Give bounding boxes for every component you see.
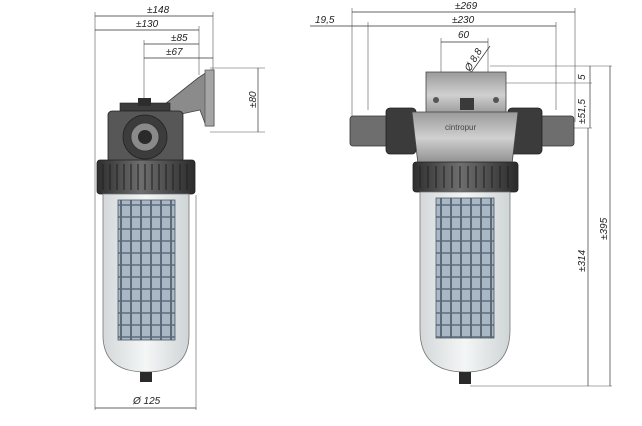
- front-ring-nut-grip: [419, 166, 509, 188]
- dim-130: ±130: [136, 19, 159, 30]
- front-filter-cartridge: [435, 197, 495, 339]
- mounting-bracket: [425, 71, 507, 119]
- dim-67: ±67: [166, 47, 183, 58]
- dim-60: 60: [458, 30, 470, 41]
- dim-269: ±269: [455, 1, 478, 12]
- side-view: ±148 ±130 ±85 ±67 ±80 Ø 125: [94, 5, 265, 410]
- dim-85: ±85: [171, 33, 188, 44]
- dim-5: 5: [577, 74, 588, 80]
- outlet-connector: [539, 115, 575, 147]
- dim-125: Ø 125: [132, 396, 161, 407]
- dim-80: ±80: [248, 91, 259, 108]
- dim-148: ±148: [147, 5, 170, 16]
- dim-230: ±230: [452, 15, 475, 26]
- dim-395: ±395: [599, 217, 610, 240]
- dim-8-8: Ø 8,8: [463, 46, 485, 74]
- front-drain-valve: [459, 372, 471, 384]
- bracket-screw-right: [493, 97, 499, 103]
- air-vent: [138, 98, 151, 106]
- front-ring-nut: [412, 161, 519, 193]
- filter-cartridge: [117, 199, 176, 341]
- vent-screw: [460, 98, 474, 110]
- bracket-screw-left: [433, 97, 439, 103]
- filter-head-body: [411, 111, 519, 165]
- inlet-bore: [138, 130, 152, 144]
- brand-label: cintropur: [445, 123, 476, 132]
- dim-51-5: ±51,5: [577, 99, 588, 124]
- drain-valve: [140, 372, 152, 382]
- front-view: ±269 ±230 19,5 60 Ø 8,8 5 ±51,5 ±395 ±31…: [310, 1, 612, 387]
- inlet-union-nut: [385, 107, 417, 155]
- ring-nut-grip: [102, 164, 188, 190]
- wall-plate: [204, 69, 215, 127]
- dim-19-5: 19,5: [315, 15, 335, 26]
- dim-314: ±314: [577, 249, 588, 272]
